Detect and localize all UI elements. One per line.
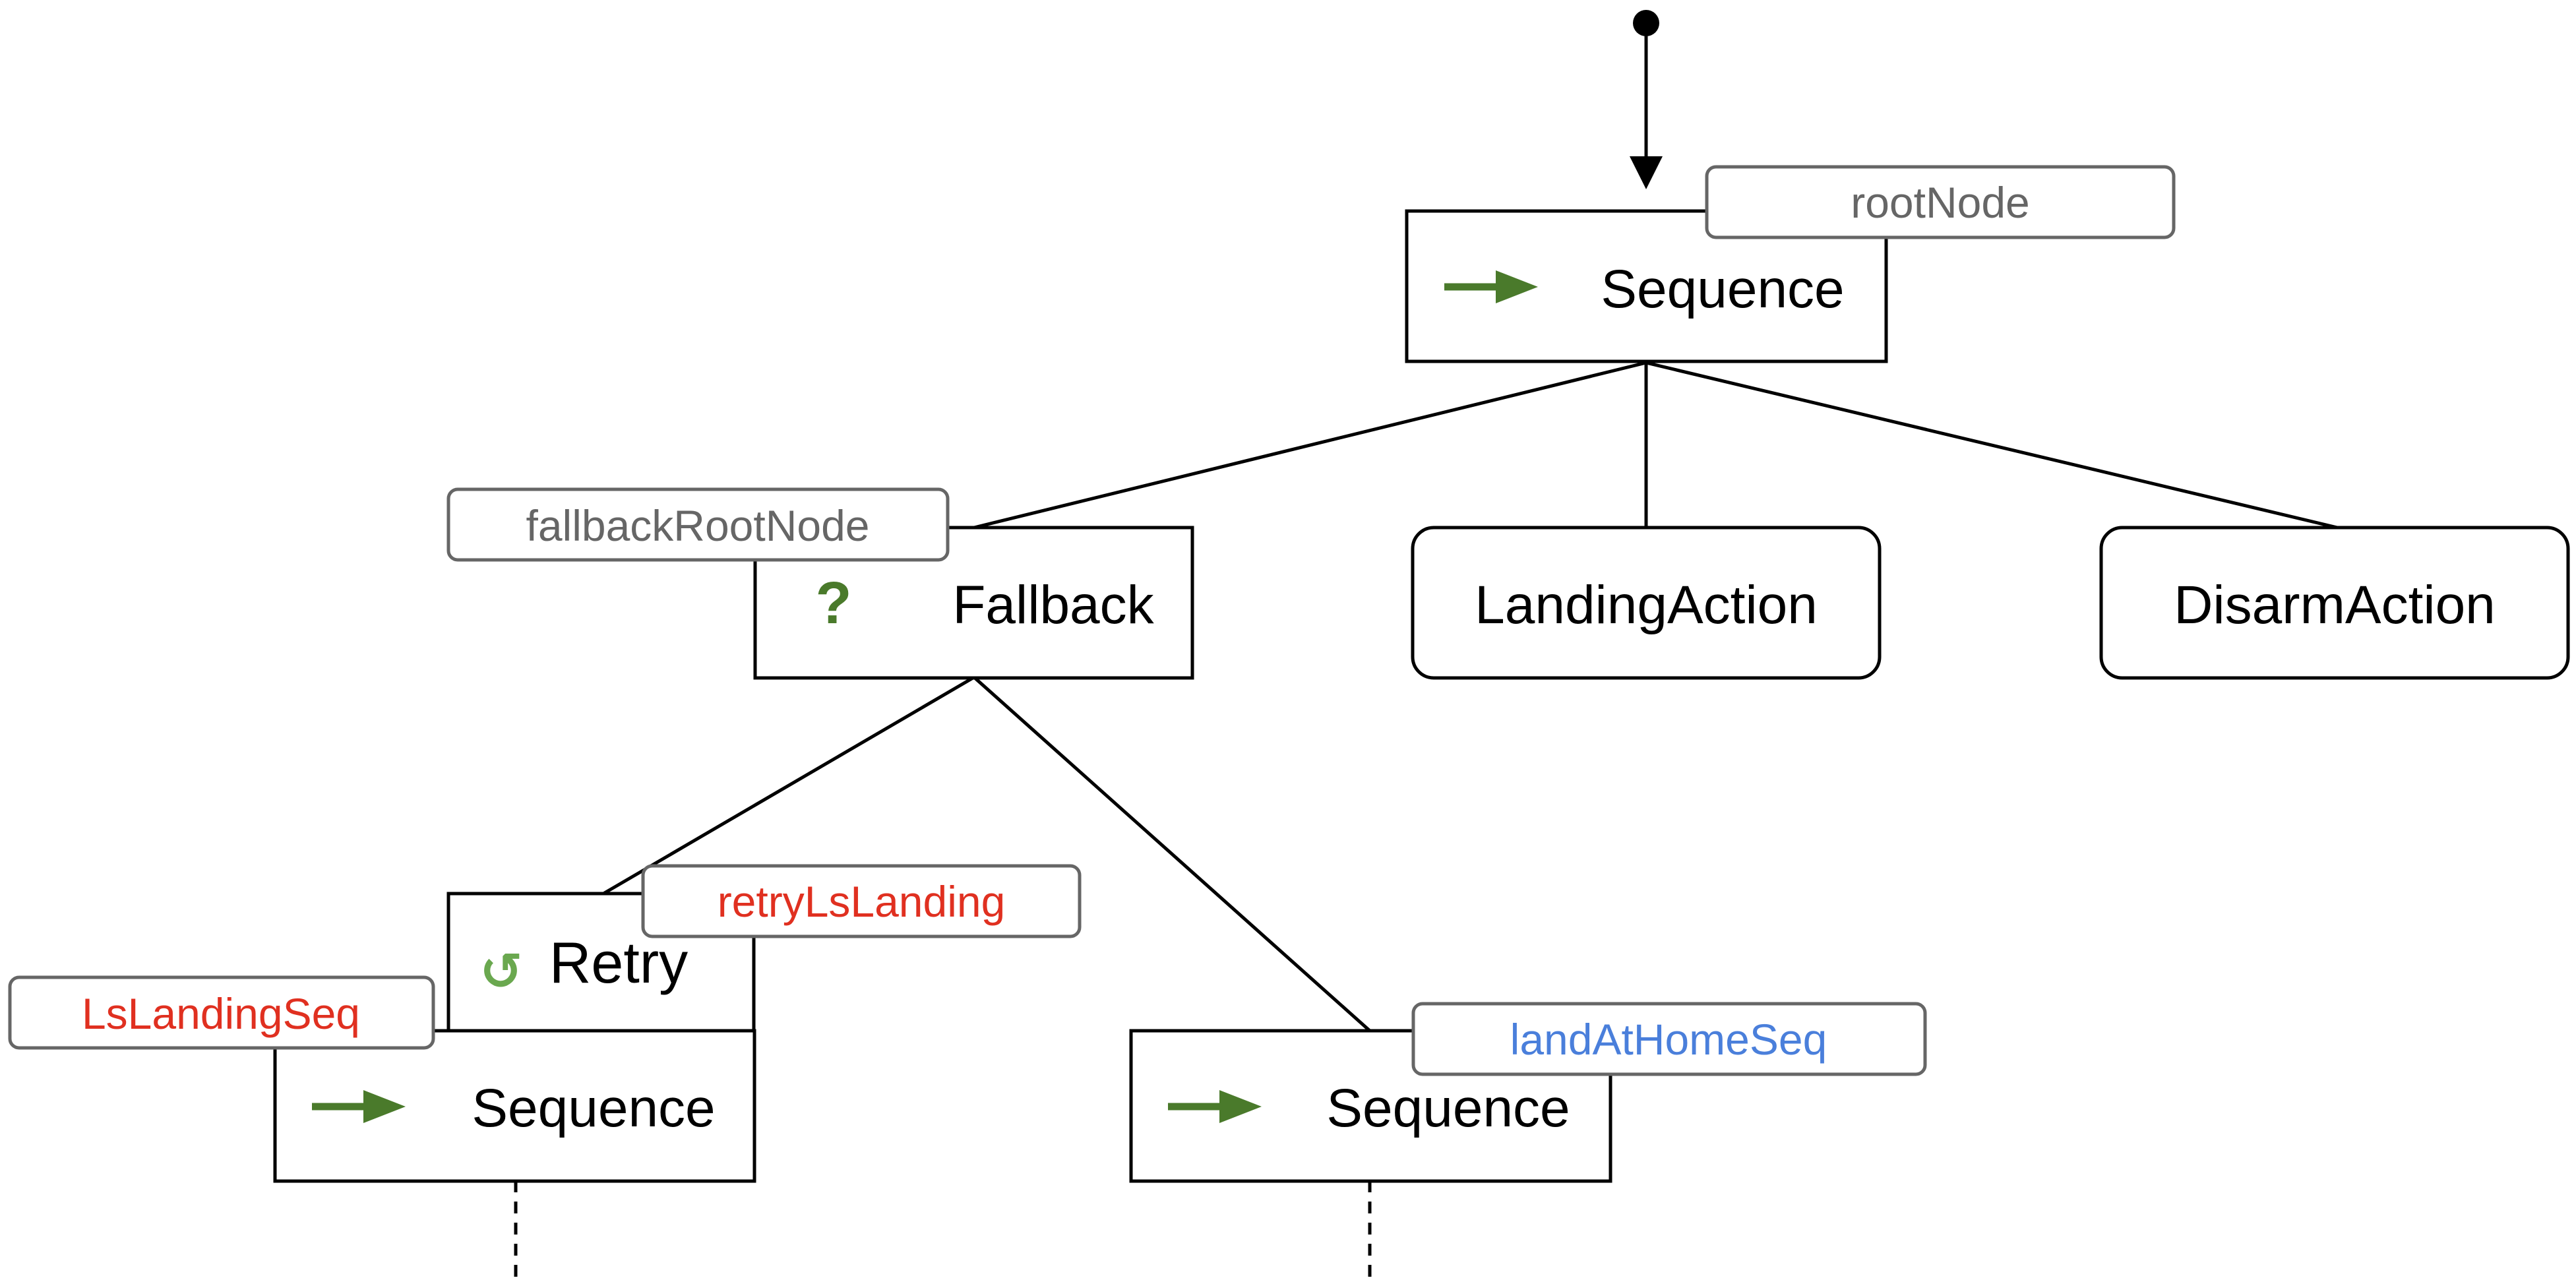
land-at-home-seq-tag: landAtHomeSeq: [1411, 1002, 1927, 1076]
ls-landing-sequence-node[interactable]: Sequence: [273, 1029, 756, 1183]
ls-landing-seq-tag: LsLandingSeq: [8, 975, 435, 1050]
land-at-home-seq-tag-label: landAtHomeSeq: [1510, 1015, 1827, 1064]
root-sequence-node[interactable]: Sequence: [1405, 209, 1888, 363]
edge-root-to-disarm-action: [1645, 361, 2338, 530]
retry-label: Retry: [549, 930, 688, 995]
fallback-root-node-tag: fallbackRootNode: [446, 487, 950, 562]
root-node-tag: rootNode: [1705, 165, 2176, 239]
retry-ls-landing-tag-label: retryLsLanding: [718, 877, 1006, 926]
retry-ls-landing-tag: retryLsLanding: [641, 864, 1082, 938]
retry-loop-icon: ↺: [479, 942, 522, 1000]
root-sequence-label: Sequence: [1601, 259, 1844, 319]
fallback-root-node-tag-label: fallbackRootNode: [526, 501, 870, 550]
sequence-arrow-icon: [1168, 1090, 1262, 1123]
sequence-arrow-icon: [312, 1090, 406, 1123]
edge-fallback-to-retry: [602, 675, 975, 896]
sequence-arrow-icon: [1444, 270, 1538, 303]
disarm-action-label: DisarmAction: [2174, 575, 2496, 635]
landing-action-node[interactable]: LandingAction: [1411, 526, 1882, 680]
edge-root-to-fallback: [973, 361, 1647, 530]
ls-landing-sequence-label: Sequence: [472, 1078, 715, 1138]
fallback-question-icon: ?: [816, 570, 852, 636]
edge-fallback-to-home-sequence: [973, 676, 1371, 1032]
landing-action-label: LandingAction: [1475, 575, 1818, 635]
ls-landing-seq-tag-label: LsLandingSeq: [82, 989, 360, 1038]
fallback-label: Fallback: [952, 575, 1154, 635]
root-node-tag-label: rootNode: [1851, 178, 2030, 227]
land-at-home-sequence-label: Sequence: [1326, 1078, 1570, 1138]
disarm-action-node[interactable]: DisarmAction: [2099, 526, 2570, 680]
